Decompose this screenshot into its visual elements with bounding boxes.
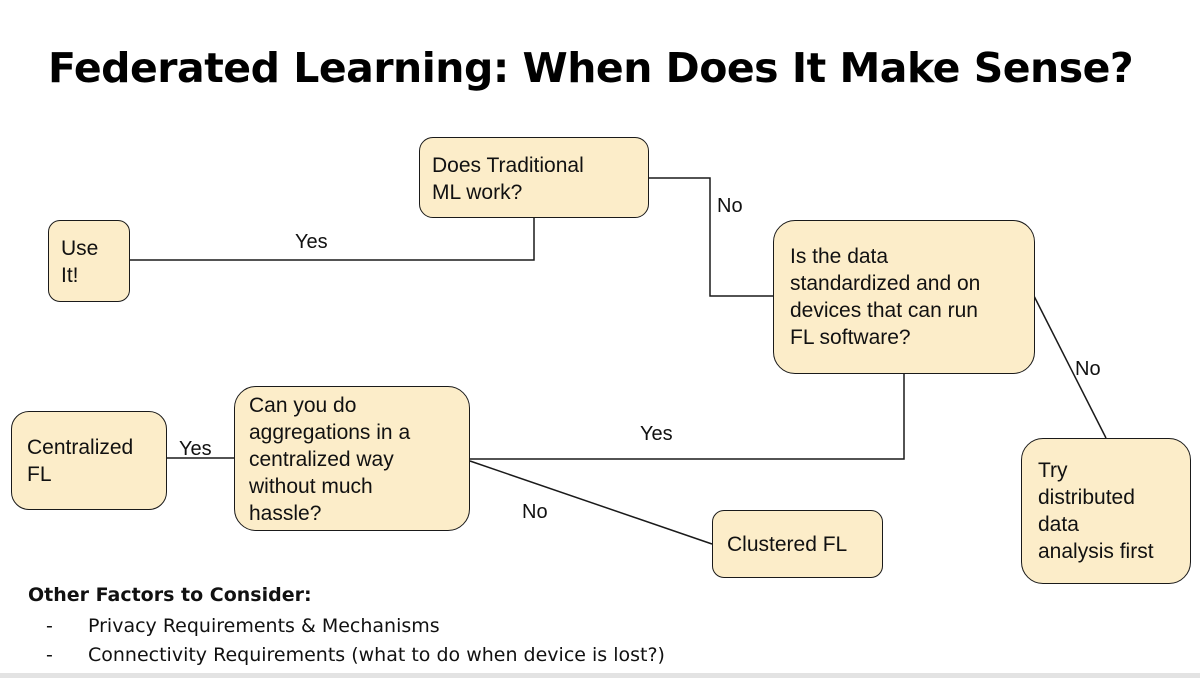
factors-heading: Other Factors to Consider: <box>28 584 312 606</box>
node-distributed-line-1: Try <box>1038 459 1068 482</box>
edge-label-data-no: No <box>1075 358 1101 380</box>
factor-item: - Connectivity Requirements (what to do … <box>46 641 665 670</box>
node-use-it: Use It! <box>48 220 130 302</box>
factor-item-text: Privacy Requirements & Mechanisms <box>88 615 440 637</box>
node-centralized-fl: Centralized FL <box>11 411 167 510</box>
node-aggregations-line-5: hassle? <box>249 502 322 525</box>
slide-bottom-bar <box>0 673 1200 678</box>
node-traditional-ml: Does Traditional ML work? <box>419 137 649 218</box>
bullet-dash: - <box>46 615 53 637</box>
node-centralized-fl-line-2: FL <box>27 463 52 486</box>
edge-agg-no-line <box>469 460 713 545</box>
node-aggregations-line-1: Can you do <box>249 394 357 417</box>
factor-item-text: Connectivity Requirements (what to do wh… <box>88 644 665 666</box>
node-distributed-line-2: distributed <box>1038 486 1135 509</box>
node-distributed-line-4: analysis first <box>1038 540 1154 563</box>
node-use-it-line-1: Use <box>61 237 99 260</box>
edge-label-agg-no: No <box>522 501 548 523</box>
edge-data-yes-line <box>470 372 905 460</box>
edge-label-ml-yes: Yes <box>295 231 328 253</box>
factors-list: - Privacy Requirements & Mechanisms - Co… <box>46 612 665 670</box>
node-distributed-analysis: Try distributed data analysis first <box>1021 438 1191 584</box>
edge-ml-no-line <box>648 177 773 297</box>
node-traditional-ml-line-2: ML work? <box>432 181 523 204</box>
edge-label-ml-no: No <box>717 195 743 217</box>
edge-label-agg-yes: Yes <box>179 438 212 460</box>
node-data-standardized-line-4: FL software? <box>790 326 911 349</box>
node-aggregations-line-4: without much <box>249 475 373 498</box>
node-data-standardized: Is the data standardized and on devices … <box>773 220 1035 374</box>
bullet-dash: - <box>46 644 53 666</box>
node-traditional-ml-line-1: Does Traditional <box>432 154 584 177</box>
node-aggregations: Can you do aggregations in a centralized… <box>234 386 470 531</box>
node-centralized-fl-line-1: Centralized <box>27 436 134 459</box>
node-use-it-line-2: It! <box>61 264 79 287</box>
node-distributed-line-3: data <box>1038 513 1079 536</box>
node-aggregations-line-3: centralized way <box>249 448 394 471</box>
node-data-standardized-line-1: Is the data <box>790 245 889 268</box>
page-title: Federated Learning: When Does It Make Se… <box>48 44 1134 92</box>
edge-label-data-yes: Yes <box>640 423 673 445</box>
factor-item: - Privacy Requirements & Mechanisms <box>46 612 665 641</box>
node-clustered-fl-line-1: Clustered FL <box>727 533 848 556</box>
edge-data-no-line <box>1033 295 1107 439</box>
edge-ml-yes-line <box>128 218 535 261</box>
node-aggregations-line-2: aggregations in a <box>249 421 411 444</box>
node-data-standardized-line-3: devices that can run <box>790 299 978 322</box>
node-clustered-fl: Clustered FL <box>712 510 883 578</box>
node-data-standardized-line-2: standardized and on <box>790 272 981 295</box>
